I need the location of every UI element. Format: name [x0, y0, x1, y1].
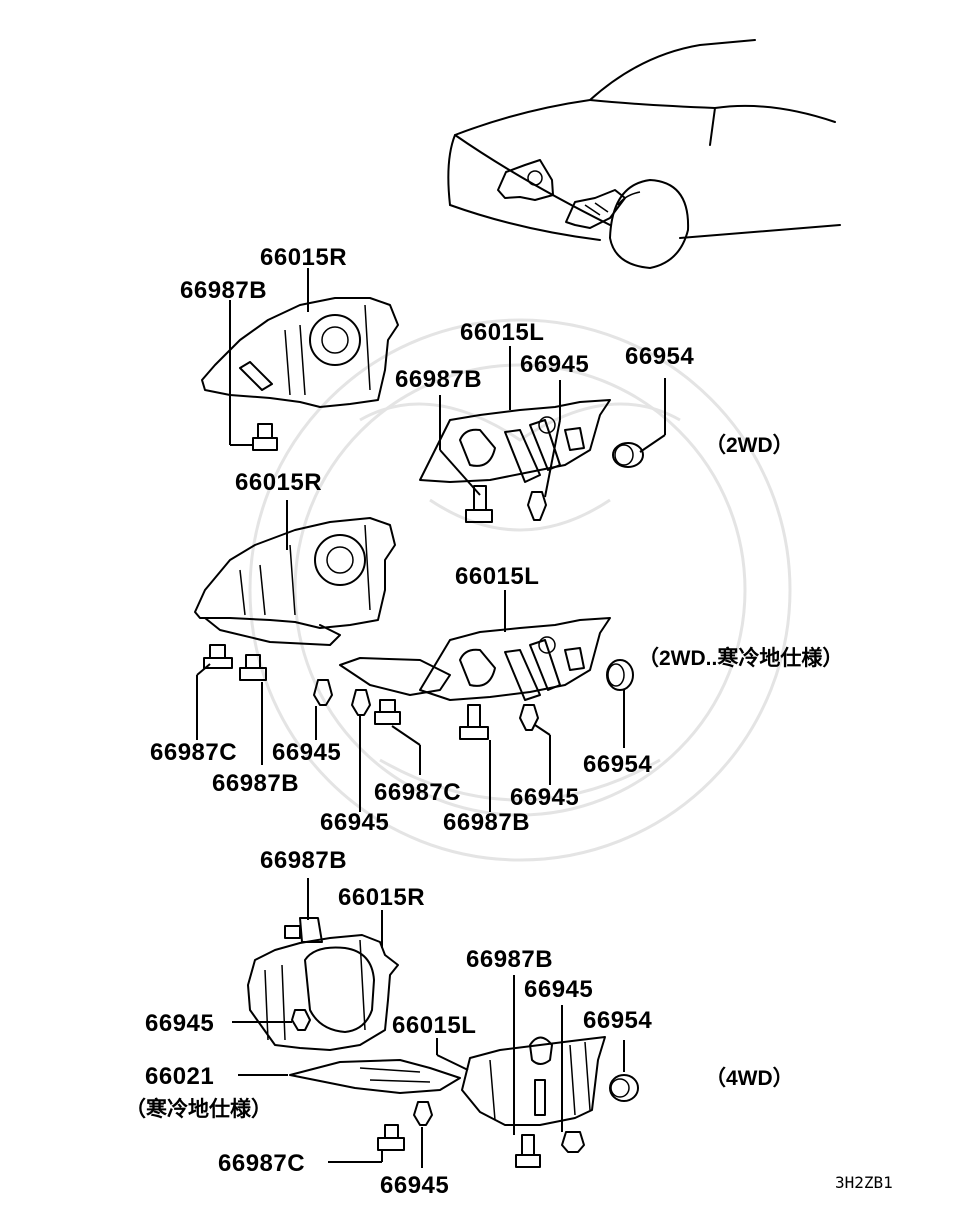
part-66015L-4wd — [461, 1036, 606, 1126]
label-66021-4wd: 66021 — [145, 1063, 214, 1090]
fasteners-4wd-r — [284, 917, 323, 1031]
label-66945-cold-b: 66945 — [320, 809, 389, 836]
label-66987C-4wd: 66987C — [218, 1150, 305, 1177]
label-66015L-4wd: 66015L — [392, 1012, 476, 1039]
label-66945-cold-a: 66945 — [272, 739, 341, 766]
part-66015R-2wd-cold — [194, 517, 396, 646]
diagram-code: 3H2ZB1 — [835, 1173, 893, 1192]
clip-66945-2wd — [527, 491, 547, 521]
label-66987C-cold-b: 66987C — [374, 779, 461, 806]
label-66987C-cold-a: 66987C — [150, 739, 237, 766]
label-66945-cold-c: 66945 — [510, 784, 579, 811]
label-66987B-cold-b: 66987B — [443, 809, 530, 836]
label-66945-2wd: 66945 — [520, 351, 589, 378]
part-66015R-2wd — [201, 297, 399, 408]
watermark-emblem — [248, 318, 792, 862]
label-66954-cold: 66954 — [583, 751, 652, 778]
bolt-66987B-2wd-r — [252, 423, 278, 451]
part-66021-4wd — [289, 1059, 461, 1094]
part-66015R-4wd — [247, 934, 399, 1051]
note-2wd: （2WD） — [705, 433, 794, 457]
label-66945-4wd-b: 66945 — [524, 976, 593, 1003]
fasteners-4wd-l — [377, 1074, 639, 1168]
label-66945-4wd-a: 66945 — [145, 1010, 214, 1037]
label-66987B-2wd-l: 66987B — [395, 366, 482, 393]
label-66987B-4wd-a: 66987B — [260, 847, 347, 874]
label-66015R-2wd-cold: 66015R — [235, 469, 322, 496]
grommet-66954-2wd — [612, 442, 644, 468]
note-4wd-cold: （寒冷地仕様） — [125, 1097, 272, 1121]
fasteners-2wd-cold — [203, 644, 634, 740]
label-66987B-2wd-r: 66987B — [180, 277, 267, 304]
note-4wd: （4WD） — [705, 1066, 794, 1090]
part-66015L-2wd-cold — [339, 617, 611, 701]
label-66015R-2wd: 66015R — [260, 244, 347, 271]
label-66954-2wd: 66954 — [625, 343, 694, 370]
label-66015R-4wd: 66015R — [338, 884, 425, 911]
label-66954-4wd: 66954 — [583, 1007, 652, 1034]
part-66015L-2wd — [419, 399, 611, 483]
bolt-66987B-2wd-l — [465, 485, 493, 523]
label-66945-4wd-c: 66945 — [380, 1172, 449, 1199]
car-overview — [447, 39, 841, 269]
label-66015L-2wd: 66015L — [460, 319, 544, 346]
label-66987B-4wd-b: 66987B — [466, 946, 553, 973]
note-2wd-cold: （2WD..寒冷地仕様） — [638, 646, 843, 670]
label-66987B-cold-a: 66987B — [212, 770, 299, 797]
label-66015L-2wd-cold: 66015L — [455, 563, 539, 590]
